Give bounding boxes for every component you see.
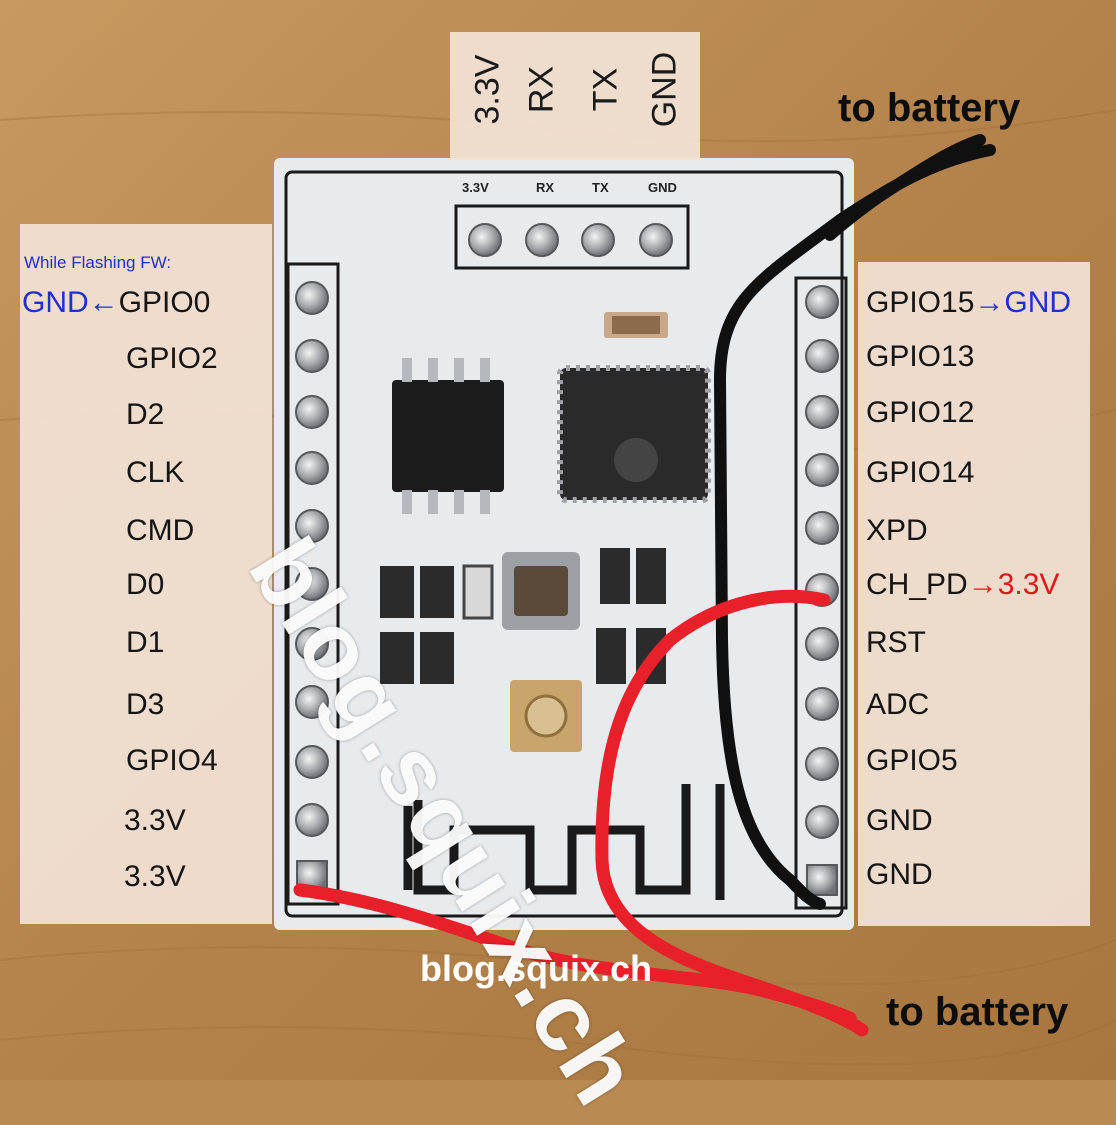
left-pin-label: D0 [126, 570, 164, 600]
right-pin-3 [805, 453, 839, 487]
left-pin-name: 3.3V [124, 860, 186, 893]
right-pin-label: GPIO13 [866, 342, 974, 372]
header-pin-rx: RX [522, 65, 561, 114]
right-pin-name: GND [866, 804, 933, 837]
left-pin-4 [295, 509, 329, 543]
left-pin-prefix: GND← [22, 286, 119, 319]
right-pin-1 [805, 339, 839, 373]
right-pin-7 [805, 687, 839, 721]
right-pin-suffix: →GND [974, 286, 1072, 319]
left-pin-name: CLK [126, 456, 185, 489]
right-pin-6 [805, 627, 839, 661]
right-pin-name: GPIO14 [866, 456, 975, 489]
left-pin-2 [295, 395, 329, 429]
header-pin-0 [468, 223, 502, 257]
left-pin-7 [295, 685, 329, 719]
header-pin-tx: TX [586, 67, 625, 112]
header-pin-3v3: 3.3V [468, 54, 507, 125]
left-pin-label: D3 [126, 690, 164, 720]
header-pin-gnd: GND [645, 51, 684, 128]
left-pin-label: D1 [126, 628, 164, 658]
right-pin-label: CH_PD→3.3V [866, 570, 1059, 600]
red-wire-3v3 [293, 883, 857, 1025]
right-pin-label: GND [866, 860, 933, 890]
left-pin-label: GPIO4 [126, 746, 218, 776]
left-pin-label: GPIO2 [126, 344, 218, 374]
silk-gnd: GND [648, 180, 677, 195]
right-pin-label: GND [866, 806, 933, 836]
left-pin-6 [295, 627, 329, 661]
pcb-antenna [413, 784, 725, 900]
right-pin-9 [805, 805, 839, 839]
left-pin-label: 3.3V [124, 862, 186, 892]
left-pin-name: 3.3V [124, 804, 186, 837]
left-pin-5 [295, 567, 329, 601]
right-pin-name: GPIO5 [866, 744, 958, 777]
left-pin-0 [295, 281, 329, 315]
left-pin-9 [295, 803, 329, 837]
left-pin-name: D0 [126, 568, 165, 601]
pcb-board [274, 158, 854, 930]
left-pin-label: CMD [126, 516, 194, 546]
to-battery-bottom: to battery [886, 990, 1069, 1034]
flash-note: While Flashing FW: [24, 253, 172, 272]
header-pin-1 [525, 223, 559, 257]
right-pin-0 [805, 285, 839, 319]
watermark: blog.squix.ch [420, 948, 653, 989]
left-pin-name: D3 [126, 688, 165, 721]
left-pin-1 [295, 339, 329, 373]
right-pin-suffix: →3.3V [967, 568, 1060, 601]
right-pin-name: GPIO15 [866, 286, 975, 319]
left-pin-8 [295, 745, 329, 779]
left-pin-panel [20, 224, 272, 924]
left-pin-label: 3.3V [124, 806, 186, 836]
right-pin-10 [806, 864, 838, 896]
to-battery-top: to battery [838, 86, 1021, 130]
right-pin-label: GPIO15→GND [866, 288, 1071, 318]
left-pin-name: GPIO4 [126, 744, 218, 777]
right-pin-panel [858, 262, 1090, 926]
left-pin-name: GPIO0 [118, 286, 211, 319]
right-pin-name: XPD [866, 514, 928, 547]
right-pin-label: GPIO5 [866, 746, 958, 776]
left-pin-label: D2 [126, 400, 164, 430]
left-pin-name: GPIO2 [126, 342, 218, 375]
left-pin-3 [295, 451, 329, 485]
right-pin-8 [805, 747, 839, 781]
right-pin-label: GPIO14 [866, 458, 974, 488]
right-pin-label: ADC [866, 690, 929, 720]
silk-3v3: 3.3V [462, 180, 489, 195]
silk-rx: RX [536, 180, 555, 195]
left-pin-label: GND←GPIO0 [22, 288, 210, 318]
right-pin-label: GPIO12 [866, 398, 974, 428]
top-header-panel [450, 32, 700, 160]
silk-tx: TX [592, 180, 609, 195]
right-pin-label: XPD [866, 516, 928, 546]
left-pin-name: CMD [126, 514, 195, 547]
right-pin-4 [805, 511, 839, 545]
right-pin-name: GPIO13 [866, 340, 975, 373]
flash-chip [392, 380, 504, 492]
left-pin-name: D2 [126, 398, 165, 431]
left-pin-name: D1 [126, 626, 165, 659]
right-pin-label: RST [866, 628, 926, 658]
left-pin-label: CLK [126, 458, 184, 488]
esp8266-chip [557, 365, 711, 503]
right-pin-name: ADC [866, 688, 930, 721]
right-pin-name: RST [866, 626, 926, 659]
header-pin-3 [639, 223, 673, 257]
right-pin-2 [805, 395, 839, 429]
right-pin-name: GPIO12 [866, 396, 975, 429]
right-pin-name: GND [866, 858, 933, 891]
header-pin-2 [581, 223, 615, 257]
right-pin-name: CH_PD [866, 568, 968, 601]
